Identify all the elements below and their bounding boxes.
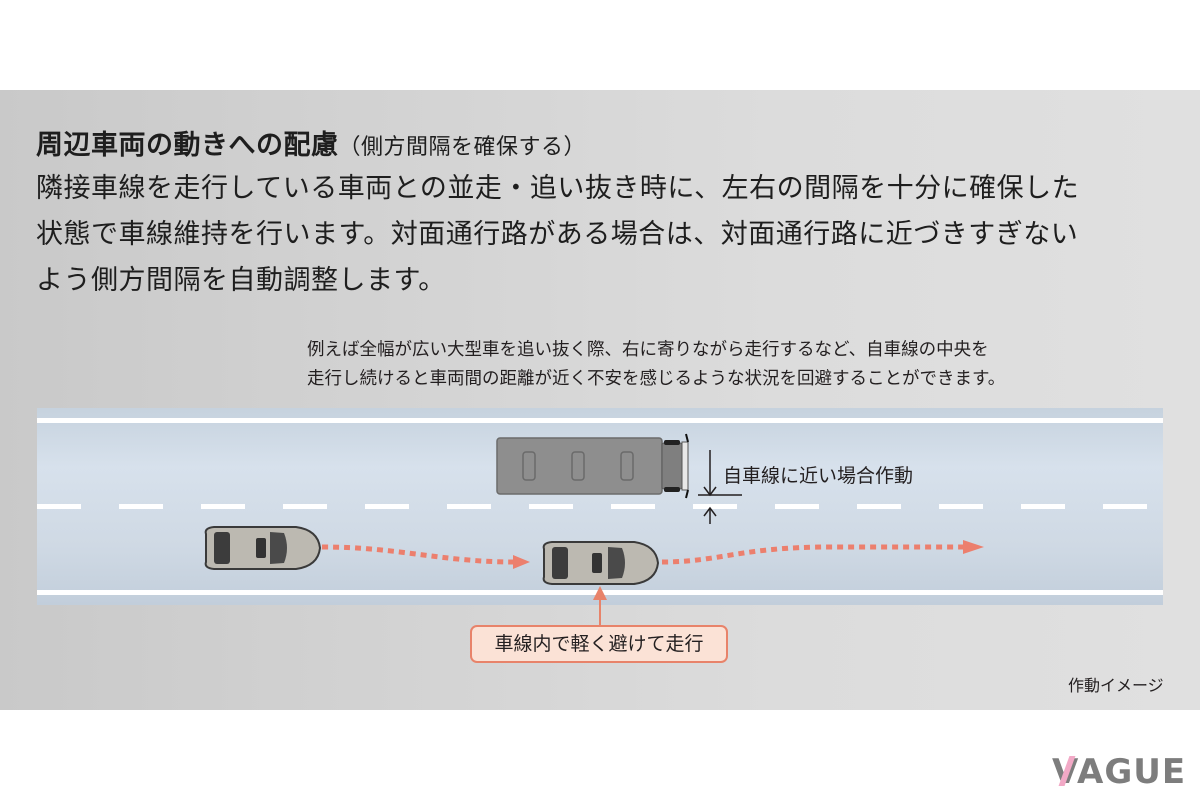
car-icon — [204, 526, 322, 570]
logo-text: VAGUE — [1052, 752, 1187, 792]
near-lane-label: 自車線に近い場合作動 — [723, 465, 914, 487]
note-line: 走行し続けると車両間の距離が近く不安を感じるような状況を回避することができます。 — [307, 369, 1006, 389]
dotted-path-arrow — [661, 540, 984, 565]
vague-logo: VAGUE — [1052, 752, 1186, 792]
dotted-path-arrow — [321, 544, 530, 569]
title-main: 周辺車両の動きへの配慮 — [36, 130, 339, 161]
avoid-in-lane-callout: 車線内で軽く避けて走行 — [470, 625, 728, 663]
lane-edge-top — [37, 418, 1163, 423]
lane-divider-dashed — [37, 504, 1163, 509]
image-caption: 作動イメージ — [1068, 676, 1164, 695]
description-text: 隣接車線を走行している車両との並走・追い抜き時に、左右の間隔を十分に確保した 状… — [36, 166, 1079, 304]
example-note: 例えば全幅が広い大型車を追い抜く際、右に寄りながら走行するなど、自車線の中央を … — [307, 336, 1005, 394]
note-line: 例えば全幅が広い大型車を追い抜く際、右に寄りながら走行するなど、自車線の中央を — [307, 340, 989, 360]
car-icon — [542, 541, 660, 585]
page-title: 周辺車両の動きへの配慮（側方間隔を確保する） — [36, 123, 586, 162]
callout-pointer-arrow — [593, 586, 607, 626]
description-line: 状態で車線維持を行います。対面通行路がある場合は、対面通行路に近づきすぎない — [36, 219, 1079, 250]
title-sub: （側方間隔を確保する） — [338, 135, 587, 160]
description-line: よう側方間隔を自動調整します。 — [36, 265, 446, 296]
description-line: 隣接車線を走行している車両との並走・追い抜き時に、左右の間隔を十分に確保した — [36, 173, 1080, 204]
truck-icon — [496, 433, 689, 499]
dimension-arrow-icon — [698, 450, 742, 524]
